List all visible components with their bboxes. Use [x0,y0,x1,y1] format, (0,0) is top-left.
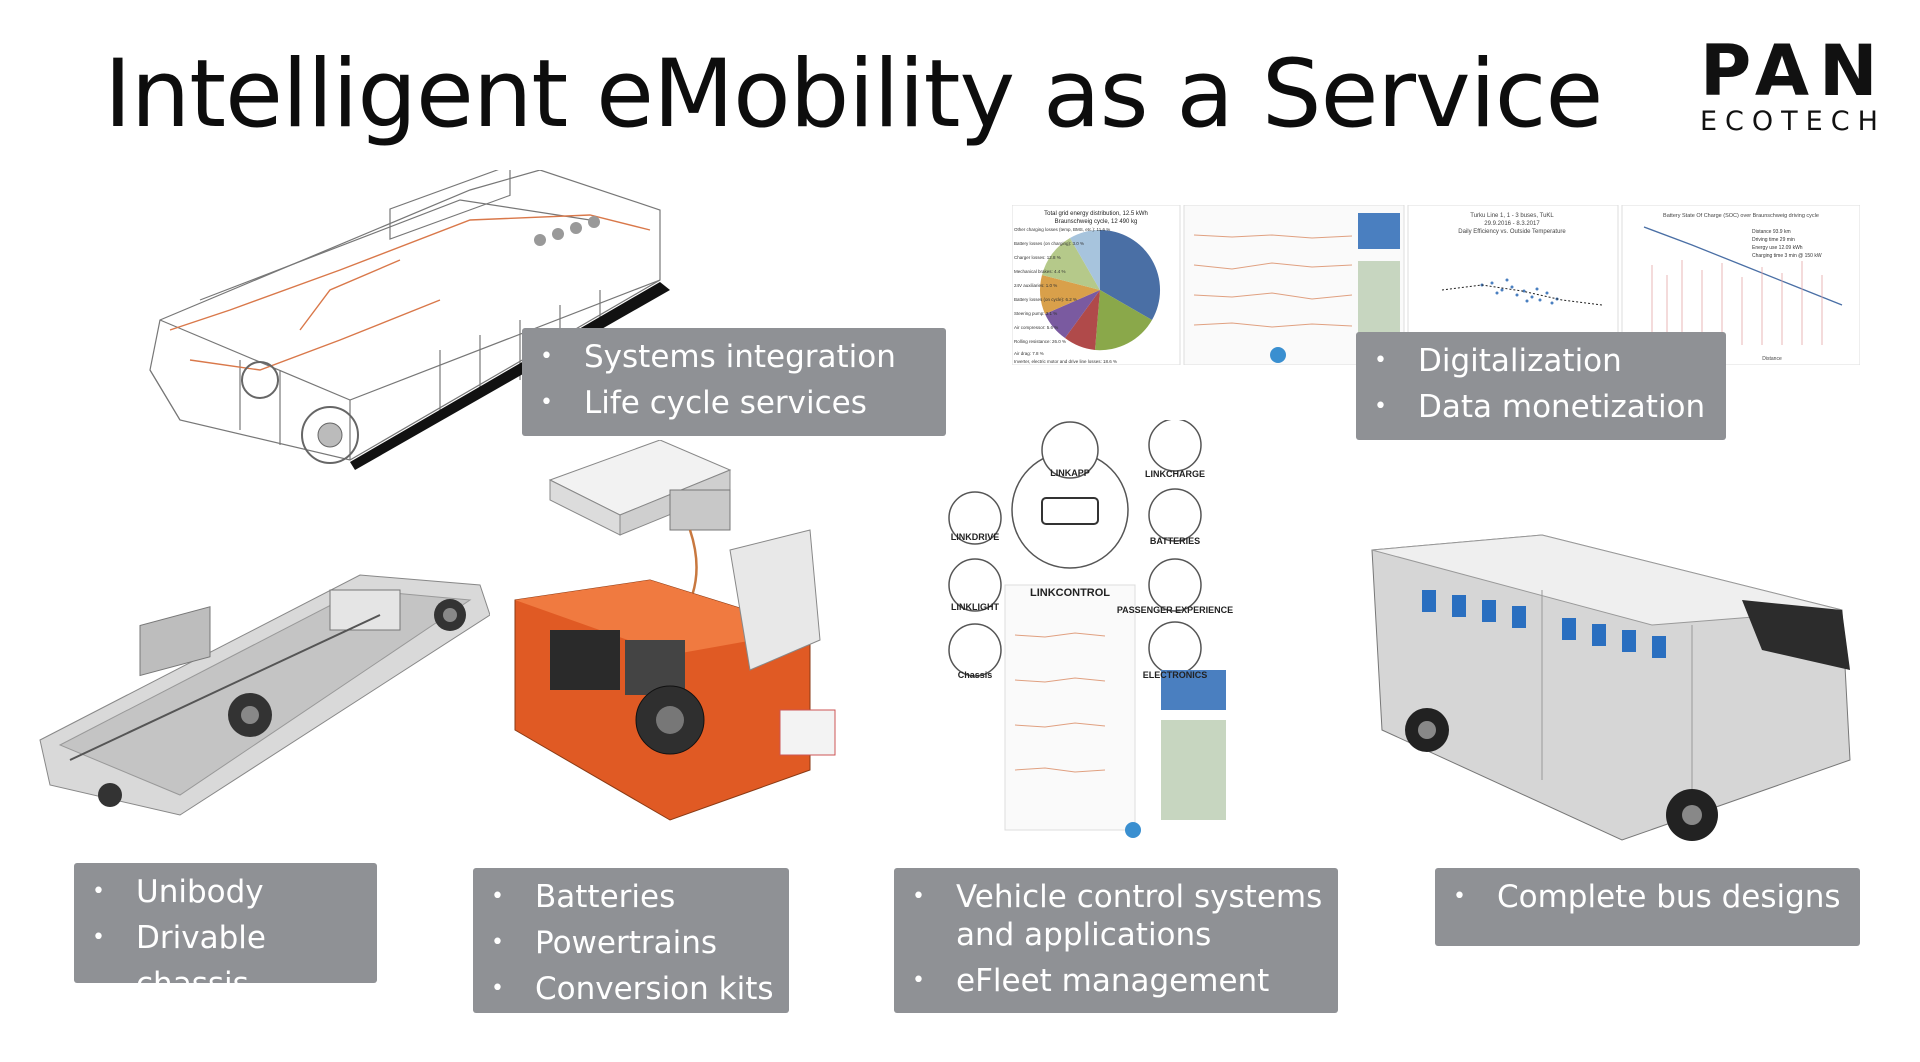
pie-label: Charger losses: 12.8 % [1014,255,1061,260]
pie-label: Rolling resistance: 26.0 % [1014,339,1066,344]
scatter-chart-title: Turku Line 1, 1 - 3 buses, TuKL [1470,213,1554,219]
module-label-passenger-experience: PASSENGER EXPERIENCE [1117,605,1233,615]
module-label-chassis: Chassis [958,670,993,680]
module-label-electronics: ELECTRONICS [1143,670,1208,680]
bullet-conversion-kits: Conversion kits [489,966,779,1012]
scatter-points [1480,278,1559,305]
pie-chart-title: Total grid energy distribution, 12.5 kWh [1044,211,1148,217]
pie-label: Air compressor: 5.6 % [1014,325,1058,330]
battery-powertrain-illustration [514,440,836,821]
pie-label: Steering pump: 3.1 % [1014,311,1057,316]
logo-wordmark: PAN [1700,30,1888,112]
bullet-data-monetization: Data monetization [1372,384,1716,430]
bullet-life-cycle-services: Life cycle services [538,380,936,426]
pie-label: Inverter, electric motor and drive line … [1014,359,1117,364]
module-label-linkapp: LINKAPP [1050,468,1090,478]
vehicle-control-box: Vehicle control systems and applications… [894,868,1338,1013]
bullet-powertrains: Powertrains [489,920,779,966]
module-label-linklight: LINKLIGHT [951,602,999,612]
chassis-box: Unibody Drivable chassis [74,863,377,1002]
digitalization-box: Digitalization Data monetization [1356,332,1726,440]
systems-integration-box: Systems integration Life cycle services [522,328,946,436]
page-title: Intelligent eMobility as a Service [104,40,1603,149]
bullet-efleet-management: eFleet management [910,958,1328,1004]
soc-note: Driving time 29 min [1752,237,1795,243]
pie-chart-subtitle: Braunschweig cycle, 12 490 kg [1055,219,1138,225]
bullet-batteries: Batteries [489,874,779,920]
pie-label: Mechanical brakes: 4.4 % [1014,269,1066,274]
complete-bus-box: Complete bus designs [1435,868,1860,946]
complete-bus-illustration [1371,534,1851,841]
pie-label: Battery losses (on charging): 3.0 % [1014,241,1084,246]
soc-note: Charging time 3 min @ 150 kW [1752,253,1822,259]
logo-subtitle: ECOTECH [1700,106,1886,137]
bullet-drivable-chassis: Drivable chassis [90,915,367,1007]
batteries-box: Batteries Powertrains Conversion kits [473,868,789,1013]
bullet-complete-bus-designs: Complete bus designs [1451,874,1850,920]
bullet-unibody: Unibody [90,869,367,915]
module-label-linkdrive: LINKDRIVE [951,532,1000,542]
chassis-illustration [39,574,490,816]
linkcontrol-diagram: LINKCONTROL LINKAPP LINKCHARGE LINKDRIVE… [948,420,1233,838]
soc-note: Energy use 12.09 kWh [1752,245,1803,251]
pan-ecotech-logo: PAN ECOTECH [1700,30,1890,137]
scatter-chart-dates: 29.9.2016 - 8.3.2017 [1484,221,1540,227]
pie-label: Battery losses (on cycle): 6.2 % [1014,297,1077,302]
scatter-chart-subtitle: Daily Efficiency vs. Outside Temperature [1458,229,1566,235]
soc-x-label: Distance [1762,356,1782,362]
bullet-digitalization: Digitalization [1372,338,1716,384]
soc-note: Distance 93.9 km [1752,229,1791,235]
linkcontrol-center-label: LINKCONTROL [1030,587,1110,599]
bullet-systems-integration: Systems integration [538,334,936,380]
pie-label: Other charging losses (temp, BMS, etc.):… [1014,227,1110,232]
module-label-batteries: BATTERIES [1150,536,1200,546]
bullet-vehicle-control-systems: Vehicle control systems and applications [910,874,1328,958]
module-label-linkcharge: LINKCHARGE [1145,469,1205,479]
pie-label: 24V auxiliaries: 1.0 % [1014,283,1057,288]
pie-label: Air drag: 7.8 % [1014,351,1044,356]
analytics-charts-collage: Total grid energy distribution, 12.5 kWh… [1012,205,1860,365]
soc-chart-title: Battery State Of Charge (SOC) over Braun… [1663,213,1819,219]
